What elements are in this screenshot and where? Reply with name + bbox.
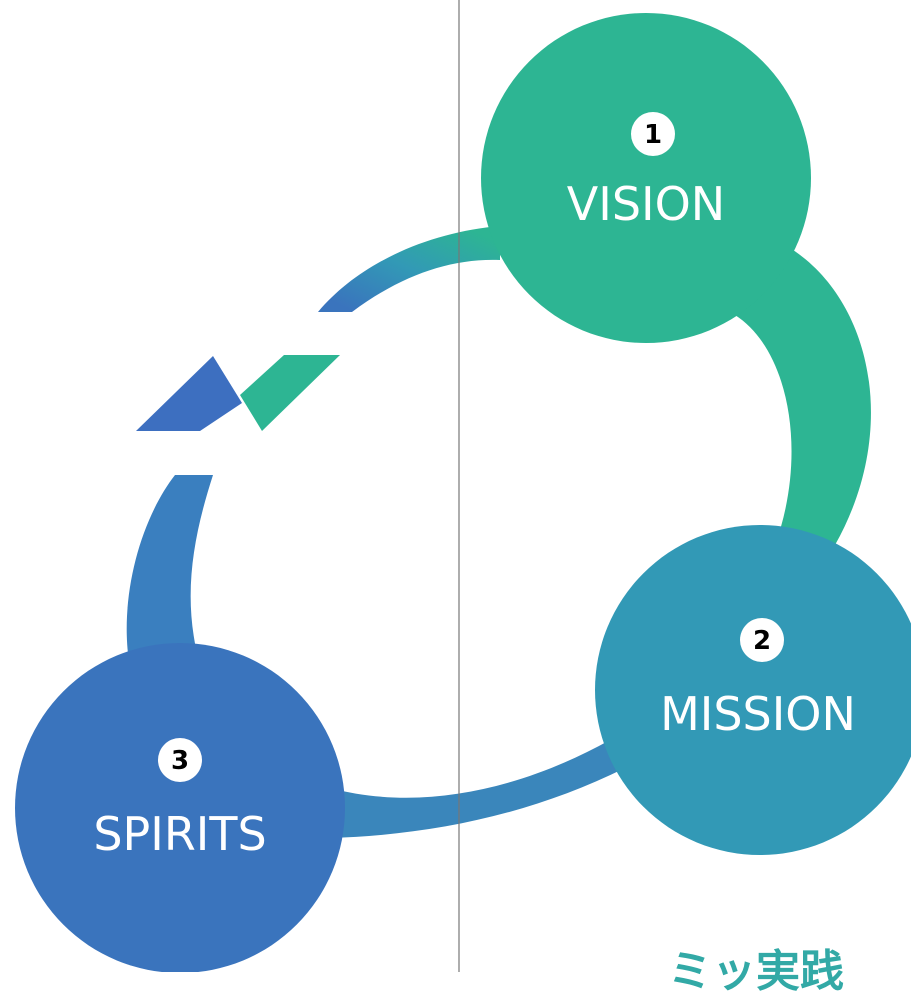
logo-right-shape <box>240 355 340 431</box>
node-vision-circle <box>481 13 811 343</box>
node-spirits: 3 SPIRITS <box>15 643 345 972</box>
node-mission-number: 2 <box>753 626 771 656</box>
footer-text: ミッ実践 <box>668 946 844 997</box>
logo-left-shape <box>136 356 242 431</box>
connector-arc-vision-mission <box>735 248 871 545</box>
node-spirits-label: SPIRITS <box>93 807 266 861</box>
node-spirits-badge <box>158 738 202 782</box>
node-mission: 2 MISSION <box>595 525 911 855</box>
connector-arc-spirits-vision <box>126 475 213 668</box>
node-vision-badge <box>631 112 675 156</box>
node-mission-circle <box>595 525 911 855</box>
cycle-diagram: 1 VISION 2 MISSION 3 SPIRITS <box>15 0 911 972</box>
node-vision: 1 VISION <box>481 13 811 343</box>
node-spirits-number: 3 <box>171 746 189 776</box>
connector-arc-mission-spirits <box>330 740 625 838</box>
node-mission-badge <box>740 618 784 662</box>
node-mission-label: MISSION <box>660 687 856 741</box>
connector-arc-vision-spirits <box>318 226 500 312</box>
node-vision-label: VISION <box>567 177 725 231</box>
node-vision-number: 1 <box>644 120 662 150</box>
node-spirits-circle <box>15 643 345 972</box>
